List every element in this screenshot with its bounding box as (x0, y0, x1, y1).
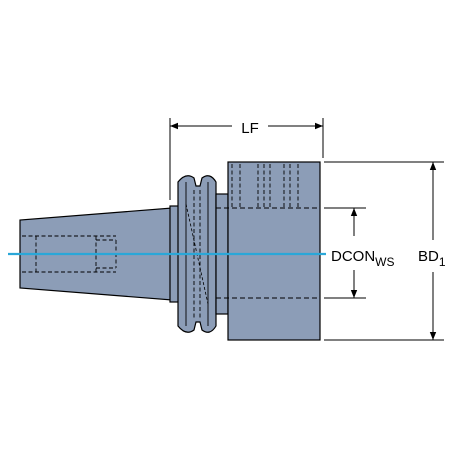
lf-label: LF (241, 120, 259, 137)
dcon-label: DCONWS (331, 248, 395, 269)
dcon-dimension (324, 207, 366, 299)
head-bore-hidden-lines (216, 207, 320, 299)
bd1-label: BD1 (418, 248, 446, 269)
dcon-label-sub: WS (375, 255, 394, 269)
bd1-label-sub: 1 (439, 255, 446, 269)
lf-dimension (169, 118, 324, 200)
dcon-label-main: DCON (331, 248, 375, 265)
bd1-label-main: BD (418, 248, 439, 265)
screw-holes-hidden-lines (231, 164, 299, 208)
bd1-dimension (324, 161, 444, 341)
holder-head (227, 161, 321, 341)
